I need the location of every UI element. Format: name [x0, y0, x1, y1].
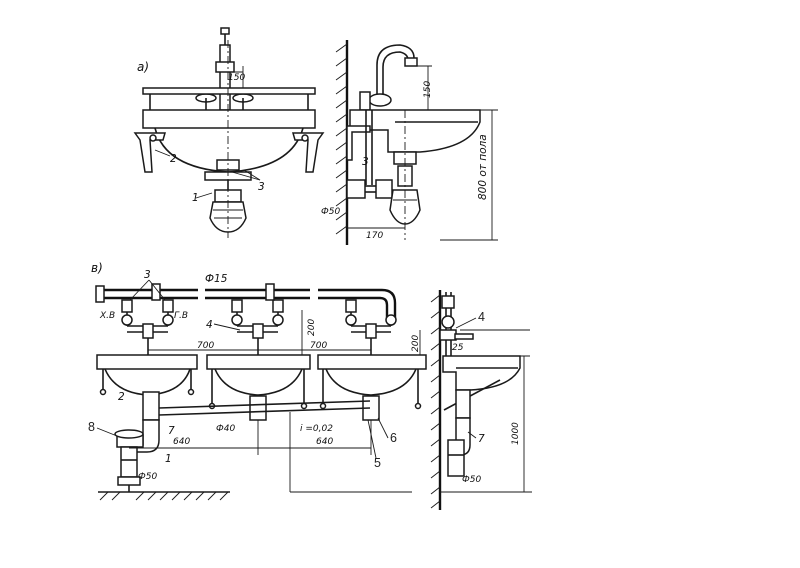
dim-700-1: 700 [197, 341, 214, 351]
dim-1000: 1000 [511, 422, 521, 445]
view-a-side-elevation [335, 40, 498, 245]
dim-150-top: 150 [228, 73, 245, 83]
callout-5-b: 5 [374, 456, 381, 470]
callout-1-b: 1 [165, 453, 172, 465]
callout-7-right: 7 [478, 433, 485, 445]
view-b-letter: в) [91, 261, 103, 275]
callout-3-b: 3 [144, 269, 151, 281]
dim-phi15: Ф15 [205, 273, 228, 285]
dim-800-from-floor: 800 от пола [477, 134, 489, 200]
dim-700-2: 700 [310, 341, 327, 351]
callout-4-right: 4 [478, 310, 485, 324]
callout-2-b: 2 [118, 391, 125, 403]
callout-3-a: 3 [258, 181, 265, 193]
dim-150-side: 150 [423, 81, 433, 98]
callout-6-b: 6 [390, 431, 397, 445]
dim-170: 170 [366, 231, 383, 241]
cold-water-label: Х.В [99, 311, 115, 321]
callout-2-a: 2 [170, 153, 177, 165]
callout-leaders [96, 279, 477, 459]
callout-8-b: 8 [88, 420, 95, 434]
callout-3-side: 3 [362, 156, 369, 168]
view-a-front-elevation [133, 27, 325, 238]
view-b-row-installation [95, 283, 427, 501]
callout-4-b: 4 [206, 319, 213, 331]
slope-label: i =0,02 [300, 424, 333, 434]
dim-phi40: Ф40 [216, 424, 235, 434]
callout-1-a: 1 [192, 192, 199, 204]
dim-phi50-c: Ф50 [462, 475, 481, 485]
hot-water-label: Г.В [174, 311, 188, 321]
drawing-labels: а) в) 150 150 800 от пола 170 Ф50 Ф15 Х.… [88, 60, 521, 485]
dim-25: 25 [452, 343, 464, 353]
view-b-side-section [430, 290, 532, 510]
dim-200-a: 200 [307, 319, 317, 336]
view-a-letter: а) [137, 60, 149, 74]
dim-phi50-b: Ф50 [138, 472, 157, 482]
dim-200-b: 200 [411, 335, 421, 352]
dim-phi50-side: Ф50 [321, 207, 340, 217]
dim-640-2: 640 [316, 437, 333, 447]
dim-640-1: 640 [173, 437, 190, 447]
callout-7-b: 7 [168, 425, 175, 437]
